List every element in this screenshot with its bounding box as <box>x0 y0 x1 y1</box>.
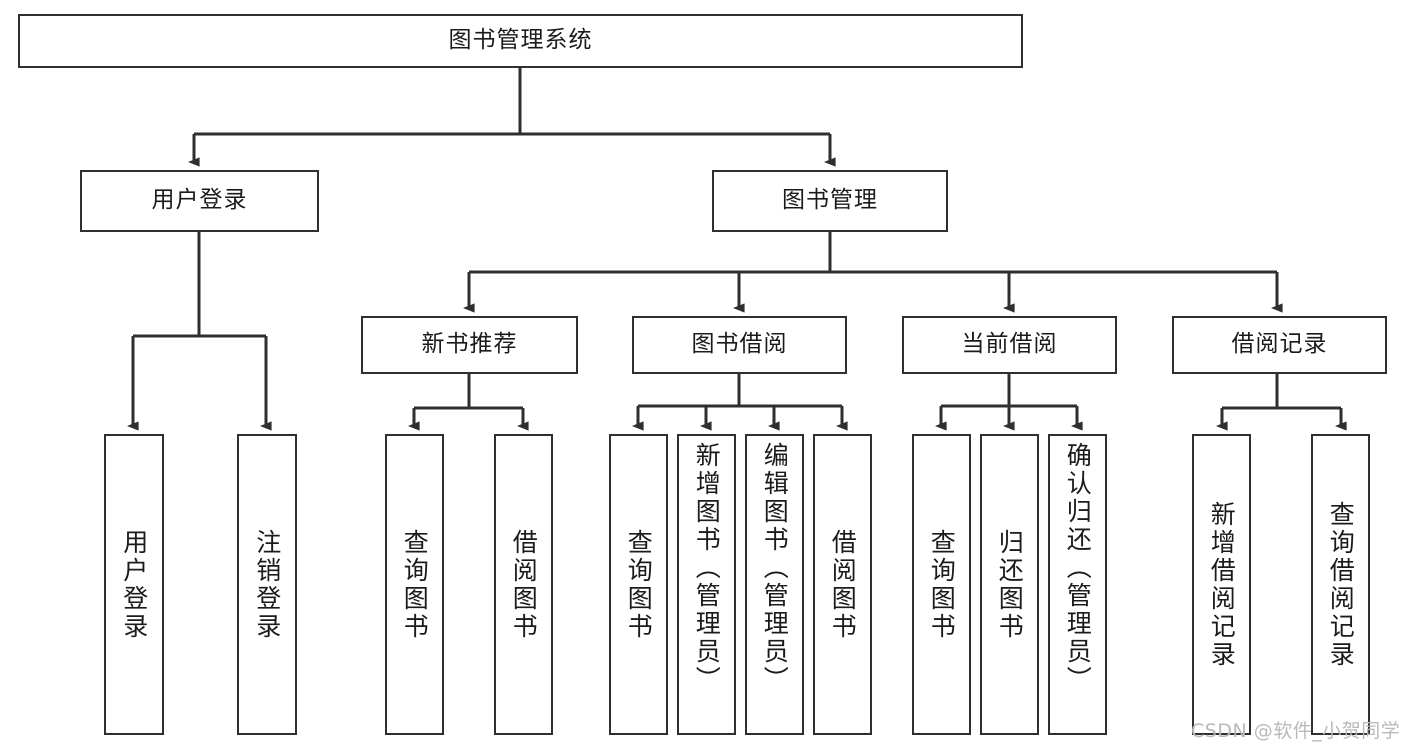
leaf-logout-login-label: 注销登录 <box>252 528 282 641</box>
leaf-add-record-label: 新增借阅记录 <box>1207 500 1237 669</box>
leaf-query-book-3[interactable]: 查询图书 <box>912 434 971 735</box>
node-current-borrow-label: 当前借阅 <box>961 331 1058 358</box>
node-book-borrow[interactable]: 图书借阅 <box>632 316 847 374</box>
node-user-login-label: 用户登录 <box>151 187 248 214</box>
leaf-query-book-3-label: 查询图书 <box>927 528 957 641</box>
node-book-manage-label: 图书管理 <box>782 187 878 214</box>
leaf-return-book-label: 归还图书 <box>995 528 1025 641</box>
leaf-borrow-book-1[interactable]: 借阅图书 <box>494 434 553 735</box>
leaf-add-book[interactable]: 新增图书（管理员） <box>677 434 736 735</box>
leaf-borrow-book-2[interactable]: 借阅图书 <box>813 434 872 735</box>
leaf-query-book-2-label: 查询图书 <box>624 528 654 641</box>
leaf-query-book-1[interactable]: 查询图书 <box>385 434 444 735</box>
node-borrow-record[interactable]: 借阅记录 <box>1172 316 1387 374</box>
leaf-edit-book[interactable]: 编辑图书（管理员） <box>745 434 804 735</box>
leaf-confirm-return[interactable]: 确认归还（管理员） <box>1048 434 1107 735</box>
node-book-manage[interactable]: 图书管理 <box>712 170 948 232</box>
node-current-borrow[interactable]: 当前借阅 <box>902 316 1117 374</box>
leaf-confirm-return-label: 确认归还（管理员） <box>1063 442 1093 694</box>
node-user-login[interactable]: 用户登录 <box>80 170 319 232</box>
leaf-add-record[interactable]: 新增借阅记录 <box>1192 434 1251 735</box>
leaf-borrow-book-1-label: 借阅图书 <box>509 528 539 641</box>
csdn-watermark: CSDN @软件_小贺同学 <box>1191 720 1401 742</box>
node-root-label: 图书管理系统 <box>448 27 593 54</box>
leaf-edit-book-label: 编辑图书（管理员） <box>760 442 790 694</box>
leaf-query-record[interactable]: 查询借阅记录 <box>1311 434 1370 735</box>
node-book-borrow-label: 图书借阅 <box>691 331 788 358</box>
leaf-logout-login[interactable]: 注销登录 <box>237 434 297 735</box>
leaf-return-book[interactable]: 归还图书 <box>980 434 1039 735</box>
leaf-query-record-label: 查询借阅记录 <box>1326 500 1356 669</box>
node-borrow-record-label: 借阅记录 <box>1231 331 1328 358</box>
node-new-book-recommend[interactable]: 新书推荐 <box>361 316 578 374</box>
node-new-book-recommend-label: 新书推荐 <box>421 331 518 358</box>
leaf-add-book-label: 新增图书（管理员） <box>692 442 722 694</box>
leaf-user-login-label: 用户登录 <box>119 528 149 641</box>
leaf-query-book-1-label: 查询图书 <box>400 528 430 641</box>
leaf-borrow-book-2-label: 借阅图书 <box>828 528 858 641</box>
leaf-user-login[interactable]: 用户登录 <box>104 434 164 735</box>
node-root[interactable]: 图书管理系统 <box>18 14 1023 68</box>
leaf-query-book-2[interactable]: 查询图书 <box>609 434 668 735</box>
